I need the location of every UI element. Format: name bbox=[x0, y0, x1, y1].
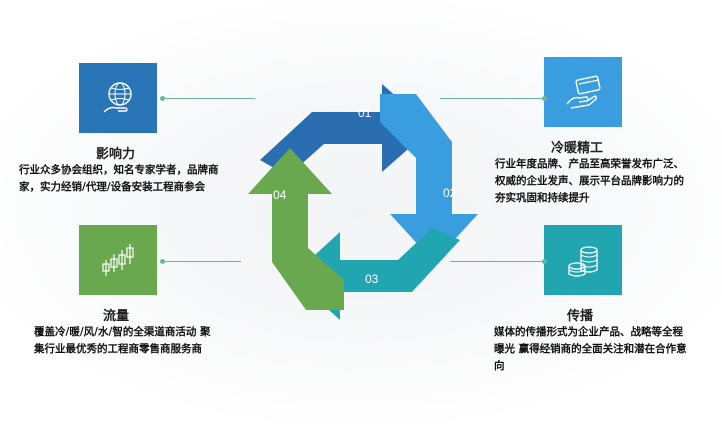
traffic-connector bbox=[160, 259, 241, 264]
spread-connector bbox=[450, 259, 547, 264]
spread-title: 传播 bbox=[567, 309, 594, 324]
influence-title: 影响力 bbox=[96, 147, 136, 162]
hvac-elite-title: 冷暖精工 bbox=[551, 141, 604, 156]
hvac-elite-connector bbox=[440, 96, 547, 101]
influence-desc: 行业众多协会组织，知名专家学者，品牌商家，实力经销/代理/设备安装工程商参会 bbox=[19, 164, 219, 193]
globe-hand-icon bbox=[103, 82, 132, 113]
traffic-desc: 覆盖冷/暖/风/水/智的全渠道商活动 聚集行业最优秀的工程商零售商服务商 bbox=[34, 326, 211, 355]
cycle-label-03: 03 bbox=[365, 272, 379, 286]
candlestick-icon bbox=[102, 244, 134, 276]
card-hand-icon bbox=[566, 75, 601, 109]
spread-icon-box bbox=[544, 225, 622, 295]
cycle-label-02: 02 bbox=[443, 186, 457, 200]
cycle-arrow-02 bbox=[380, 94, 478, 262]
cycle-arrow-04 bbox=[248, 148, 344, 310]
hvac-elite-icon-box bbox=[544, 57, 622, 127]
traffic-title: 流量 bbox=[103, 309, 130, 324]
hvac-elite-desc: 行业年度品牌、产品至高荣誉发布广泛、权威的企业发声、展示平台品牌影响力的夯实巩固… bbox=[495, 158, 684, 204]
spread-desc: 媒体的传播形式为企业产品、战略等全程曝光 赢得经销商的全面关注和潜在合作意向 bbox=[494, 326, 687, 372]
influence-icon-box bbox=[79, 63, 157, 133]
cycle-label-04: 04 bbox=[273, 188, 287, 202]
traffic-icon-box bbox=[79, 225, 157, 295]
cycle-diagram: 01 02 03 04 bbox=[248, 84, 478, 320]
cycle-label-01: 01 bbox=[358, 106, 372, 120]
coin-stack-icon bbox=[568, 246, 598, 277]
influence-connector bbox=[160, 96, 255, 101]
